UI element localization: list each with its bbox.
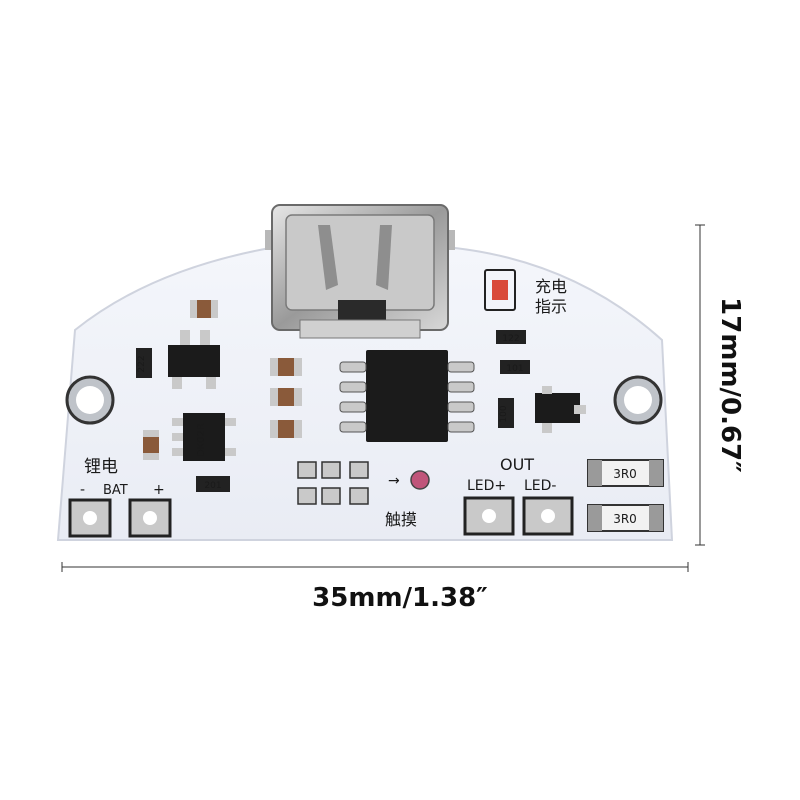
sot-transistor-right <box>535 386 586 433</box>
svg-text:→: → <box>388 473 400 489</box>
svg-text:3R0: 3R0 <box>613 512 637 526</box>
label-bat-plus: + <box>153 482 165 498</box>
solder-pads <box>297 461 369 505</box>
mounting-hole-left <box>65 375 115 425</box>
led-output-pads <box>463 496 574 536</box>
label-led-plus: LED+ <box>467 478 506 494</box>
pcb-board <box>56 247 674 541</box>
label-touch: 触摸 <box>385 510 417 529</box>
svg-text:100: 100 <box>499 405 509 422</box>
label-bat: BAT <box>103 483 128 498</box>
height-dimension: 17mm/0.67″ <box>695 224 745 546</box>
label-indicator: 指示 <box>535 297 567 316</box>
power-resistor-2: 3R0 <box>587 504 664 532</box>
battery-pads <box>68 498 172 538</box>
label-bat-minus: - <box>80 482 85 498</box>
width-dimension: 35mm/1.38″ <box>61 562 689 613</box>
small-ic-chip: DK02R <box>172 413 236 461</box>
touch-pad: → <box>388 470 430 490</box>
label-led-minus: LED- <box>524 478 556 494</box>
svg-text:3R0: 3R0 <box>613 467 637 481</box>
main-ic-chip <box>339 350 475 442</box>
label-charge: 充电 <box>535 277 567 296</box>
smd-resistor: 122 101 222 201 100 <box>136 330 530 492</box>
svg-text:222: 222 <box>137 355 147 372</box>
height-label: 17mm/0.67″ <box>715 297 745 473</box>
svg-text:101: 101 <box>506 364 523 374</box>
charge-led <box>484 269 516 311</box>
svg-text:122: 122 <box>502 334 519 344</box>
ic-marking: DK02R <box>196 423 207 457</box>
mounting-hole-right <box>613 375 663 425</box>
capacitor <box>143 300 302 460</box>
label-out: OUT <box>500 455 534 474</box>
usb-c-connector <box>265 204 455 339</box>
label-lithium: 锂电 <box>84 457 118 477</box>
power-resistor-1: 3R0 <box>587 459 664 487</box>
width-label: 35mm/1.38″ <box>312 583 488 613</box>
sot-transistor-left <box>168 330 220 389</box>
svg-text:201: 201 <box>204 481 221 491</box>
